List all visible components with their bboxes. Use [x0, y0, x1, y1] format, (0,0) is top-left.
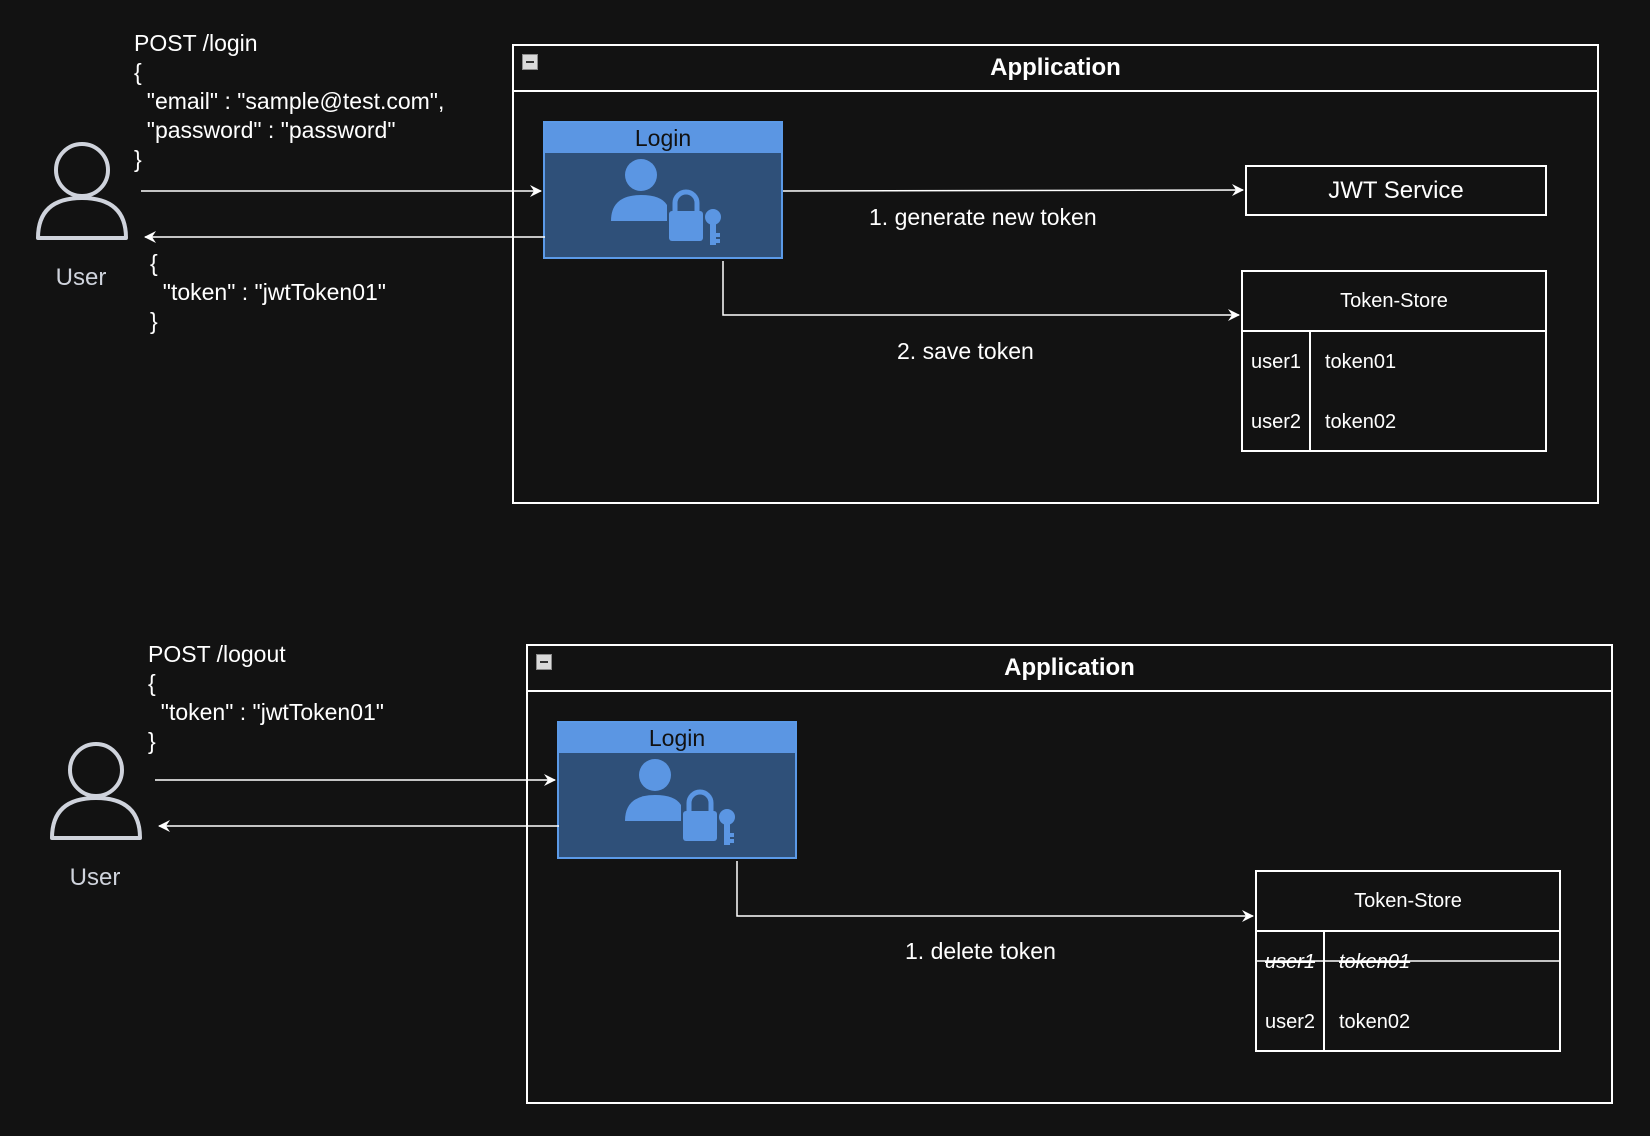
application-header: Application	[514, 46, 1597, 92]
collapse-icon[interactable]	[536, 654, 552, 670]
token-store-table: Token-Store user1 token01 user2 token02	[1241, 270, 1547, 452]
login-response-text: { "token" : "jwtToken01" }	[150, 250, 386, 334]
user-icon	[50, 742, 142, 840]
edge-label-delete-token: 1. delete token	[905, 938, 1056, 964]
save-token-arrow	[722, 261, 1240, 321]
login-title: Login	[559, 723, 795, 753]
login-box[interactable]: Login	[557, 721, 797, 859]
application-title: Application	[990, 54, 1121, 81]
edge-label-save-token: 2. save token	[897, 338, 1034, 364]
application-frame: Application	[526, 644, 1613, 1104]
token-store-table: Token-Store user1 token01 user2 token02	[1255, 870, 1561, 1052]
token-store-token: token02	[1325, 410, 1397, 433]
collapse-icon[interactable]	[522, 54, 538, 70]
token-store-user: user2	[1243, 392, 1311, 452]
user-label: User	[55, 264, 107, 291]
application-frame: Application	[512, 44, 1599, 504]
edge-label-generate-token: 1. generate new token	[869, 204, 1097, 230]
user-lock-icon	[625, 759, 735, 845]
jwt-service-label: JWT Service	[1328, 176, 1464, 204]
login-box[interactable]: Login	[543, 121, 783, 259]
token-store-title: Token-Store	[1243, 272, 1545, 332]
table-row: user2 token02	[1257, 992, 1559, 1052]
token-store-user: user2	[1257, 992, 1325, 1052]
login-title: Login	[545, 123, 781, 153]
generate-token-arrow	[782, 184, 1244, 197]
user-lock-icon	[611, 159, 721, 245]
delete-token-arrow	[736, 861, 1254, 922]
token-store-title: Token-Store	[1257, 872, 1559, 932]
logout-request-text: POST /logout { "token" : "jwtToken01" }	[148, 641, 384, 754]
jwt-service-box[interactable]: JWT Service	[1245, 165, 1547, 216]
login-request-text: POST /login { "email" : "sample@test.com…	[134, 30, 445, 172]
application-header: Application	[528, 646, 1611, 692]
token-store-user: user1	[1243, 332, 1311, 392]
token-store-token: token02	[1339, 1010, 1411, 1033]
table-row: user2 token02	[1243, 392, 1545, 452]
application-title: Application	[1004, 654, 1135, 681]
table-row: user1 token01	[1243, 332, 1545, 392]
user-icon	[36, 142, 128, 240]
user-label: User	[69, 864, 121, 891]
token-store-token: token01	[1325, 350, 1397, 373]
